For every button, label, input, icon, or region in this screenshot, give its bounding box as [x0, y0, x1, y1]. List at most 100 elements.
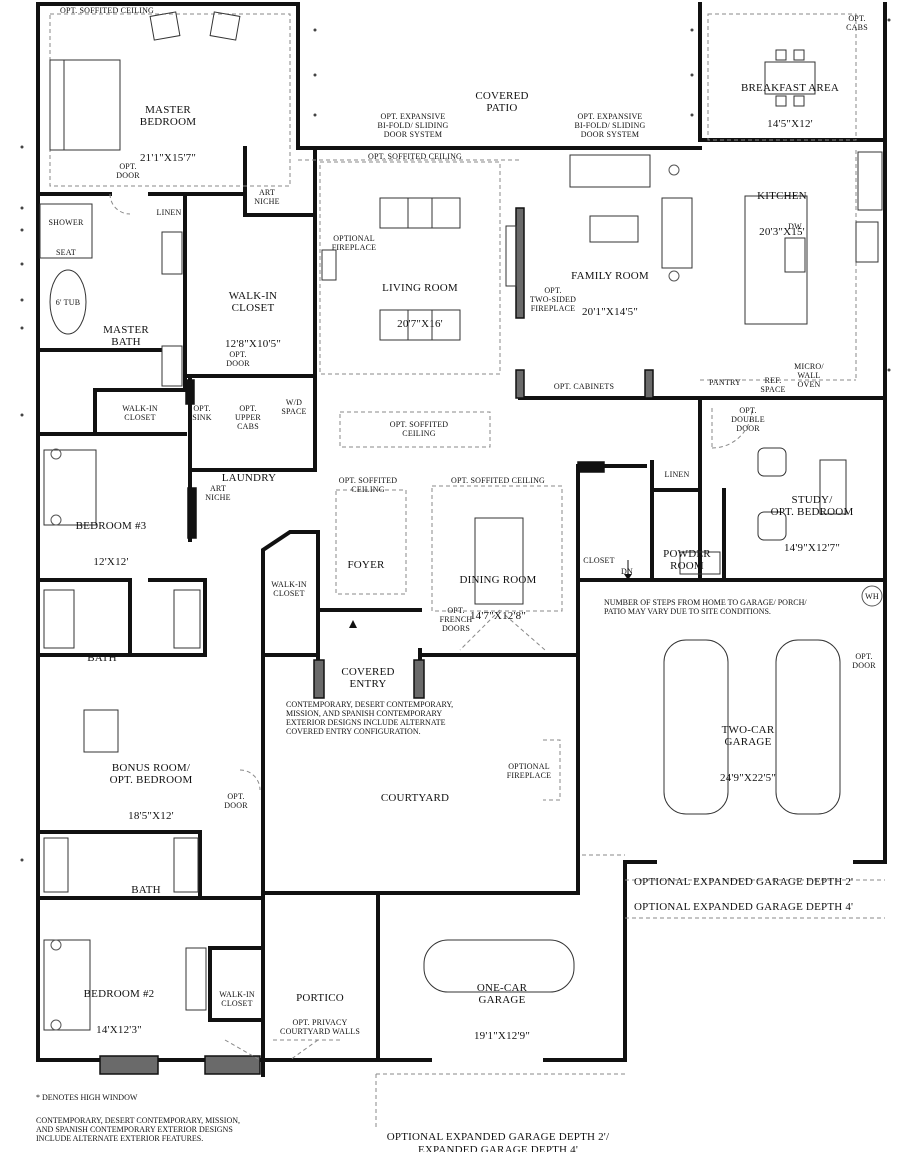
- room-name: LAUNDRY: [221, 472, 277, 484]
- label-opt-soffited-ceiling-living: OPT. SOFFITED CEILING: [367, 152, 463, 161]
- label-garage-depth-4: OPTIONAL EXPANDED GARAGE DEPTH 4': [634, 901, 854, 913]
- label-opt-cabs: OPT. CABS: [846, 14, 868, 32]
- label-opt-soffited-ceiling-dining: OPT. SOFFITED CEILING: [450, 476, 546, 485]
- room-dimensions: 14'9"X12'7": [783, 542, 841, 554]
- room-name: ONE-CAR GARAGE: [476, 982, 528, 1006]
- room-name: STUDY/ OPT. BEDROOM: [770, 494, 854, 518]
- room-name: FOYER: [347, 559, 385, 571]
- room-name: BATH: [131, 884, 161, 896]
- room-dimensions: 20'1"X14'5": [581, 306, 639, 318]
- label-walk-in-closet-b3: WALK-IN CLOSET: [122, 404, 158, 422]
- label-closet: CLOSET: [583, 556, 615, 565]
- label-dishwasher: DW: [788, 222, 802, 231]
- note-steps: NUMBER OF STEPS FROM HOME TO GARAGE/ POR…: [604, 598, 807, 616]
- room-name: BATH: [87, 652, 117, 664]
- room-name: TWO-CAR GARAGE: [721, 724, 775, 748]
- room-covered-patio: COVERED PATIO: [452, 66, 552, 126]
- room-kitchen: KITCHEN 20'3"X15': [740, 166, 824, 250]
- room-bath-2: BATH: [120, 860, 172, 908]
- room-name: MASTER BATH: [103, 324, 149, 348]
- room-name: BONUS ROOM/ OPT. BEDROOM: [109, 762, 193, 786]
- room-name: DINING ROOM: [459, 574, 537, 586]
- room-dimensions: 24'9"X22'5": [719, 772, 777, 784]
- room-name: FAMILY ROOM: [571, 270, 649, 282]
- room-dimensions: 14'X12'3": [96, 1024, 142, 1036]
- room-family-room: FAMILY ROOM 20'1"X14'5": [556, 246, 664, 330]
- room-name: WALK-IN CLOSET: [228, 290, 278, 314]
- room-dimensions: 21'1"X15'7": [139, 152, 197, 164]
- label-linen-powder: LINEN: [664, 470, 690, 479]
- label-two-sided-fireplace: OPT. TWO-SIDED FIREPLACE: [529, 286, 577, 313]
- room-bedroom-3: BEDROOM #3 12'X12': [66, 496, 156, 580]
- label-opt-upper-cabs: OPT. UPPER CABS: [235, 404, 261, 431]
- label-seat: SEAT: [56, 248, 76, 257]
- label-opt-door-garage: OPT. DOOR: [852, 652, 876, 670]
- room-name: PORTICO: [296, 992, 344, 1004]
- label-opt-door-bonus: OPT. DOOR: [224, 792, 248, 810]
- label-bifold-door-left: OPT. EXPANSIVE BI-FOLD/ SLIDING DOOR SYS…: [377, 112, 449, 139]
- room-powder-room: POWDER ROOM: [654, 524, 720, 584]
- label-opt-soffited-ceiling-foyer: OPT. SOFFITED CEILING: [338, 476, 398, 494]
- label-micro-wall-oven: MICRO/ WALL OVEN: [794, 362, 824, 389]
- label-linen-master: LINEN: [156, 208, 182, 217]
- label-opt-soffited-ceiling: OPT. SOFFITED CEILING: [59, 6, 155, 15]
- footnote-high-window: * DENOTES HIGH WINDOW: [36, 1093, 138, 1102]
- label-opt-sink: OPT. SINK: [192, 404, 212, 422]
- label-opt-soffited-ceiling-hall: OPT. SOFFITED CEILING: [389, 420, 449, 438]
- label-dn: DN: [621, 567, 633, 576]
- room-dining-room: DINING ROOM 14'7"X12'8": [448, 550, 548, 634]
- label-garage-depth-2: OPTIONAL EXPANDED GARAGE DEPTH 2': [634, 876, 854, 888]
- room-name: KITCHEN: [757, 190, 807, 202]
- room-dimensions: 14'5"X12': [767, 118, 813, 130]
- room-name: BREAKFAST AREA: [740, 82, 840, 94]
- room-name: BEDROOM #2: [83, 988, 155, 1000]
- room-dimensions: 20'7"X16': [397, 318, 443, 330]
- room-name: POWDER ROOM: [663, 548, 711, 572]
- footnote-exterior: CONTEMPORARY, DESERT CONTEMPORARY, MISSI…: [36, 1116, 241, 1143]
- room-master-bedroom: MASTER BEDROOM 21'1"X15'7": [118, 80, 218, 176]
- label-tub: 6' TUB: [55, 298, 81, 307]
- label-optional-fireplace-living: OPTIONAL FIREPLACE: [331, 234, 377, 252]
- room-bath-1: BATH: [74, 628, 130, 676]
- label-opt-cabinets: OPT. CABINETS: [553, 382, 615, 391]
- label-bifold-door-right: OPT. EXPANSIVE BI-FOLD/ SLIDING DOOR SYS…: [574, 112, 646, 139]
- label-art-niche-1: ART NICHE: [254, 188, 280, 206]
- room-name: COVERED ENTRY: [341, 666, 395, 690]
- room-master-bath: MASTER BATH: [96, 300, 156, 360]
- room-dimensions: 12'8"X10'5": [224, 338, 282, 350]
- room-one-car-garage: ONE-CAR GARAGE 19'1"X12'9": [452, 958, 552, 1054]
- room-walk-in-closet-master: WALK-IN CLOSET 12'8"X10'5": [208, 266, 298, 362]
- label-water-heater: WH: [865, 592, 879, 601]
- label-opt-privacy-walls: OPT. PRIVACY COURTYARD WALLS: [280, 1018, 360, 1036]
- room-bedroom-2: BEDROOM #2 14'X12'3": [74, 964, 164, 1048]
- label-opt-door-master: OPT. DOOR: [116, 162, 140, 180]
- room-courtyard: COURTYARD: [370, 768, 460, 816]
- label-opt-door-closet: OPT. DOOR: [226, 350, 250, 368]
- note-covered-entry: CONTEMPORARY, DESERT CONTEMPORARY, MISSI…: [286, 700, 454, 736]
- room-portico: PORTICO: [282, 968, 358, 1016]
- label-art-niche-2: ART NICHE: [205, 484, 231, 502]
- label-wd-space: W/D SPACE: [281, 398, 307, 416]
- room-name: BEDROOM #3: [75, 520, 147, 532]
- label-pantry: PANTRY: [708, 378, 742, 387]
- room-dimensions: 14'7"X12'8": [469, 610, 527, 622]
- label-shower: SHOWER: [48, 218, 84, 227]
- label-opt-double-door: OPT. DOUBLE DOOR: [731, 406, 765, 433]
- label-opt-french-doors: OPT. FRENCH DOORS: [439, 606, 473, 633]
- label-walk-in-closet-hall: WALK-IN CLOSET: [271, 580, 307, 598]
- room-dimensions: 19'1"X12'9": [473, 1030, 531, 1042]
- room-bonus-room: BONUS ROOM/ OPT. BEDROOM 18'5"X12': [96, 738, 206, 834]
- label-optional-fireplace-court: OPTIONAL FIREPLACE: [506, 762, 552, 780]
- room-breakfast-area: BREAKFAST AREA 14'5"X12': [728, 58, 852, 142]
- room-living-room: LIVING ROOM 20'7"X16': [370, 258, 470, 342]
- label-garage-depth-bottom: OPTIONAL EXPANDED GARAGE DEPTH 2'/ EXPAN…: [386, 1131, 610, 1152]
- room-two-car-garage: TWO-CAR GARAGE 24'9"X22'5": [698, 700, 798, 796]
- room-laundry: LAUNDRY: [214, 448, 284, 496]
- room-covered-entry: COVERED ENTRY: [326, 642, 410, 702]
- room-name: COVERED PATIO: [475, 90, 529, 114]
- label-ref-space: REF. SPACE: [760, 376, 786, 394]
- room-study: STUDY/ OPT. BEDROOM 14'9"X12'7": [756, 470, 868, 566]
- room-foyer: FOYER: [338, 535, 394, 583]
